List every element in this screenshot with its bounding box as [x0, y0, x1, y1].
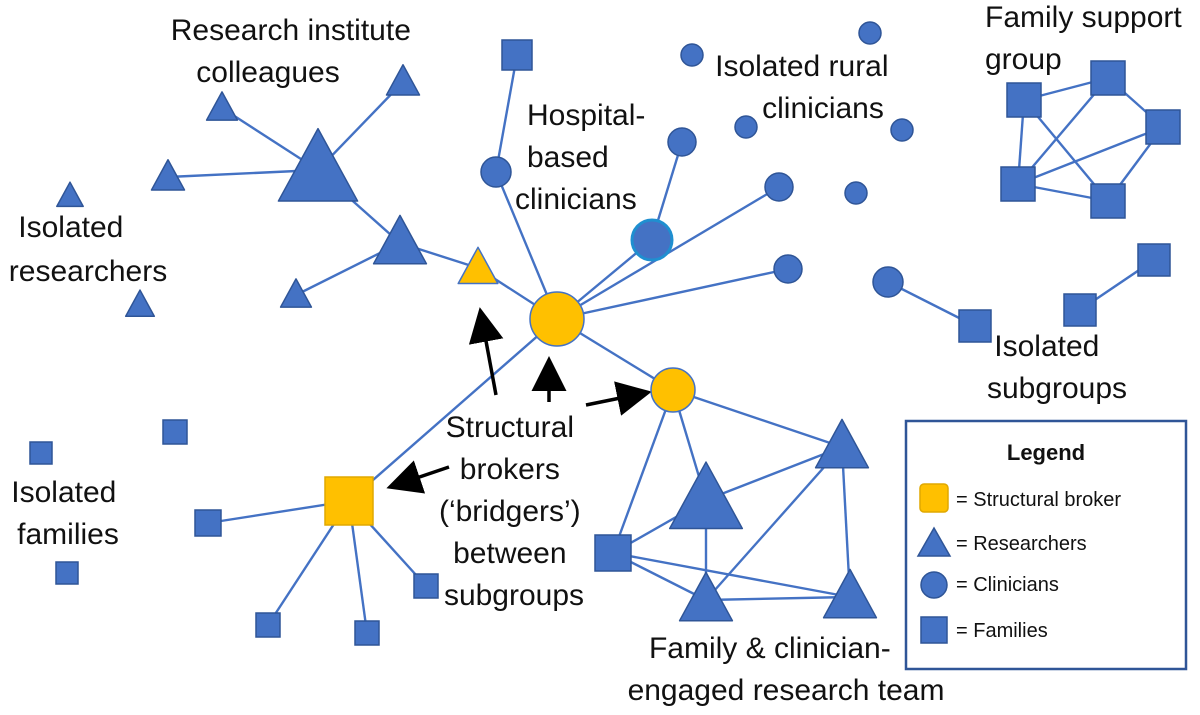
node-family	[255, 612, 281, 638]
legend: Legend = Structural broker = Researchers…	[904, 419, 1188, 671]
node-structural-broker-circle	[529, 291, 585, 347]
label-hospital-based-clinicians: Hospital- based clinicians	[515, 99, 654, 216]
legend-item-broker: = Structural broker	[956, 489, 1121, 511]
node-researcher	[668, 461, 744, 530]
label-family-support-group: Family support group	[985, 1, 1190, 76]
node-family	[1145, 109, 1181, 145]
legend-box	[904, 419, 1188, 671]
node-family	[29, 441, 53, 465]
node-researcher	[56, 181, 84, 208]
node-family	[162, 419, 188, 445]
node-family	[413, 573, 439, 599]
label-research-team: Family & clinician- engaged research tea…	[628, 632, 945, 707]
node-family	[1063, 293, 1097, 327]
node-clinician	[872, 266, 904, 298]
label-isolated-subgroups: Isolated subgroups	[987, 330, 1127, 405]
node-clinician	[480, 156, 512, 188]
legend-family-symbol	[920, 616, 948, 644]
node-family	[501, 39, 533, 71]
node-family	[594, 534, 632, 572]
label-isolated-rural-clinicians: Isolated rural clinicians	[715, 50, 897, 125]
legend-researcher-symbol	[916, 526, 952, 557]
node-clinician	[667, 127, 697, 157]
edge-B_r-T_rt2	[672, 388, 843, 449]
node-structural-broker-circle	[650, 367, 696, 413]
broker-arrows	[386, 307, 652, 494]
broker-arrow-1	[468, 307, 504, 396]
node-structural-broker-square	[324, 476, 374, 526]
edge-T_rt1-T_rt2	[705, 445, 843, 502]
legend-item-researchers: = Researchers	[956, 533, 1087, 555]
node-family	[354, 620, 380, 646]
legend-item-clinicians: = Clinicians	[956, 574, 1059, 596]
edge-B_c-B_sq	[348, 318, 558, 502]
node-clinician	[680, 43, 704, 67]
label-structural-brokers: Structural brokers (‘bridgers’) between …	[439, 411, 589, 612]
node-family	[55, 561, 79, 585]
node-family	[1006, 82, 1042, 118]
node-clinician	[630, 218, 674, 262]
node-researcher	[205, 91, 239, 121]
edge-Q_rt-T_rt4	[612, 551, 851, 599]
node-researcher	[124, 289, 156, 317]
label-isolated-researchers: Isolated researchers	[9, 211, 167, 288]
edge-C_h1-Q_top	[494, 54, 519, 173]
legend-broker-symbol	[919, 483, 949, 513]
legend-title: Legend	[1007, 440, 1085, 465]
node-researcher	[385, 64, 421, 96]
node-researcher	[150, 159, 186, 191]
node-researcher	[678, 571, 734, 622]
broker-arrow-3	[585, 381, 652, 416]
label-isolated-families: Isolated families	[11, 476, 124, 551]
node-family	[1090, 183, 1126, 219]
edge-T_big-T_ri3	[167, 168, 319, 179]
node-researcher	[822, 568, 878, 619]
node-researcher	[372, 214, 428, 265]
broker-arrow-4	[386, 460, 450, 494]
node-researcher	[279, 278, 313, 308]
node-clinician	[773, 254, 803, 284]
node-researcher	[277, 127, 359, 202]
node-clinician	[844, 181, 868, 205]
node-family	[1000, 166, 1036, 202]
legend-clinician-symbol	[920, 571, 948, 599]
node-clinician	[764, 172, 794, 202]
node-family	[1137, 243, 1171, 277]
edge-Q_f3-Q_f4	[1017, 125, 1164, 186]
node-researcher	[814, 418, 870, 469]
node-clinician	[734, 115, 758, 139]
node-structural-broker-triangle	[457, 246, 499, 285]
label-research-institute-colleagues: Research institute colleagues	[171, 14, 419, 89]
node-family	[1090, 60, 1126, 96]
node-family	[958, 309, 992, 343]
edge-T_rt3-T_rt4	[705, 595, 851, 602]
edge-B_r-Q_rt	[611, 389, 675, 554]
network-nodes	[29, 21, 1181, 646]
node-clinician	[890, 118, 914, 142]
node-clinician	[858, 21, 882, 45]
legend-item-families: = Families	[956, 620, 1048, 642]
edge-B_c-C_h4	[556, 267, 789, 321]
node-family	[194, 509, 222, 537]
